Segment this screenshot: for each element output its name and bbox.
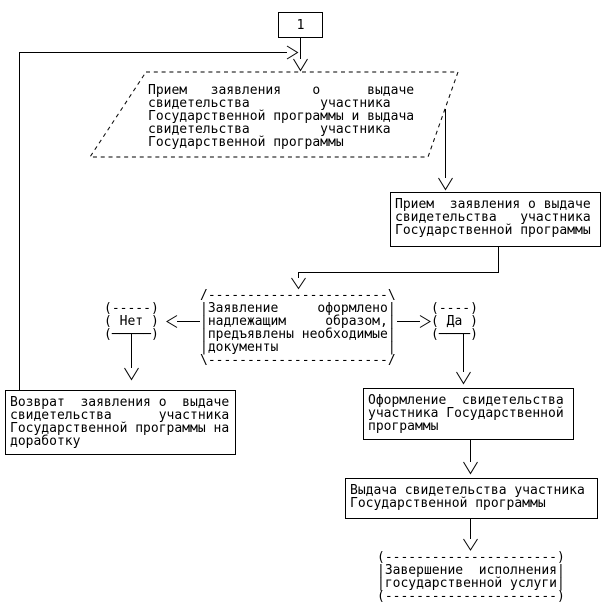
terminal-shape: (----------------------) |Завершение исп… [377,550,565,604]
yes-label: (----) ( Да ) (────) [431,301,478,342]
process-vydacha-text: Выдача свидетельства участника Государст… [350,483,585,511]
arrowhead-down-parallelogram [293,58,308,72]
parallelogram-outline [89,71,459,158]
process-vozvrat-text: Возврат заявления о выдаче свидетельства… [10,395,230,449]
process-oformlenie-text: Оформление свидетельства участника Госуд… [368,393,564,434]
process-priem-text: Прием заявления о выдаче свидетельства у… [395,197,591,238]
no-label: (-----) ( Нет ) (─────) [104,301,159,342]
decision-shape: /-----------------------\ |Заявление офо… [200,288,396,368]
arrowhead-down-terminal [463,538,478,551]
parallelogram-text: Прием заявления о выдаче свидетельства у… [148,83,415,150]
arrowhead-down-vydacha [463,461,478,475]
process-oformlenie-box: Оформление свидетельства участника Госуд… [363,388,574,440]
process-priem-box: Прием заявления о выдаче свидетельства у… [390,192,601,247]
ref-connector-box: 1 [278,12,323,38]
arrowhead-left-no [166,315,178,328]
wire-priem-to-decision [298,247,499,278]
arrowhead-down-priem [438,177,453,191]
process-vydacha-box: Выдача свидетельства участника Государст… [345,478,598,519]
arrowhead-down-decision [291,277,306,290]
arrowhead-down-vozvrat [124,367,139,381]
arrowhead-right-feedback [286,45,299,60]
process-vozvrat-box: Возврат заявления о выдаче свидетельства… [5,390,236,455]
ref-connector-label: 1 [296,17,305,33]
arrowhead-down-oformlenie [456,371,471,385]
arrowhead-right-yes [419,315,431,328]
wire-vozvrat-feedback [19,52,287,390]
